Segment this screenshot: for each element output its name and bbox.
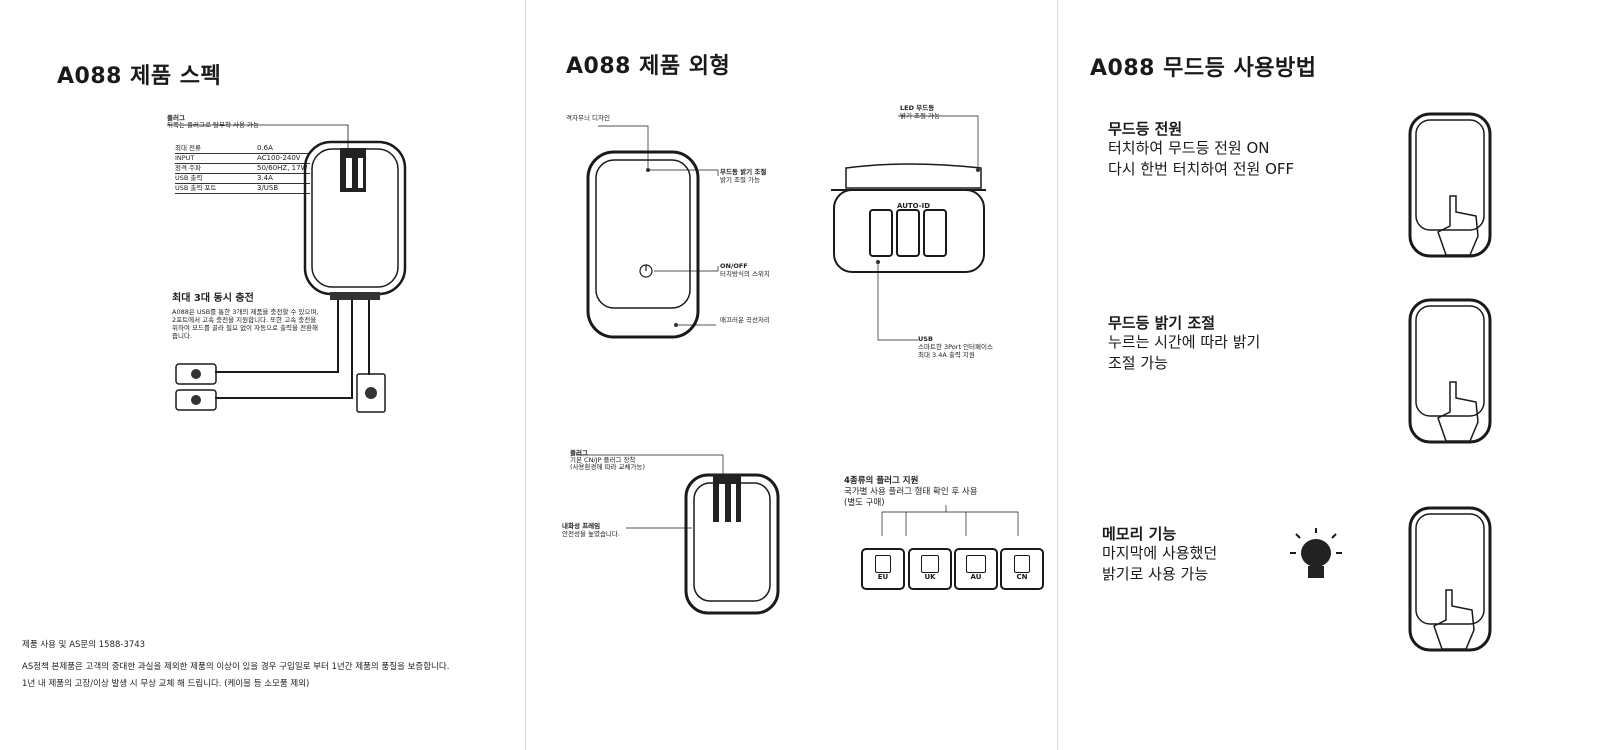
charge-line-4: 줍니다. [172,332,193,340]
label-heat-title: 내화성 프레임 [562,522,601,530]
usage-brightness-line-2: 조절 가능 [1108,354,1168,372]
spec-label: USB 출력 [175,174,203,182]
spec-label: 최대 전류 [175,144,201,152]
label-usb-text-2: 최대 3.4A 출력 지원 [918,351,975,359]
lamp-hold-illustration [1408,298,1492,444]
footer-contact: 제품 사용 및 AS문의 1588-3743 [22,640,146,650]
lamp-memory-illustration [1408,506,1492,652]
charge-line-1: A088은 USB를 통한 3개의 제품을 충전할 수 있으며, [172,308,319,316]
label-led-title: LED 무드등 [900,104,935,112]
label-dim-text: 밝기 조절 가능 [720,176,761,184]
footer-policy-2: 1년 내 제품의 고장/이상 발생 시 무상 교체 해 드립니다. (케이블 등… [22,679,310,689]
usage-memory-line-2: 밝기로 사용 가능 [1102,565,1209,583]
label-curve: 매끄러운 곡선처리 [720,316,770,324]
spec-value: 0.6A [257,144,273,152]
plug-type-eu: EU [861,548,905,590]
usage-title: A088 무드등 사용방법 [1090,56,1317,81]
footer-policy-1: AS정책 본제품은 고객의 중대한 과실을 제외한 제품의 이상이 있을 경우 … [22,662,450,672]
label-usb-title: USB [918,335,933,343]
label-plug-text-2: (사용환경에 따라 교체가능) [570,463,645,471]
plug-label-au: AU [970,573,982,581]
label-plug-text-1: 기본 CN/JP 플러그 장착 [570,456,636,464]
label-onoff-text: 터치방식의 스위치 [720,270,770,278]
usage-power-line-2: 다시 한번 터치하여 전원 OFF [1108,160,1295,178]
usage-brightness-line-1: 누르는 시간에 따라 밝기 [1108,333,1261,351]
spec-row: USB 출력 3.4A [175,174,310,184]
spec-title: A088 제품 스펙 [57,64,222,89]
usage-memory-line-1: 마지막에 사용했던 [1102,544,1218,562]
spec-value: 3.4A [257,174,273,182]
plugs-subtitle-2: (별도 구매) [844,498,885,508]
fold-line-1 [525,0,526,750]
plugs-title: 4종류의 플러그 지원 [844,476,919,486]
plug-prongs-icon [921,555,939,573]
plug-prongs-icon [966,555,986,573]
label-usb-text-1: 스마트한 3Port 인터페이스 [918,343,993,351]
plug-prongs-icon [875,555,891,573]
label-plug-title: 플러그 [570,449,588,457]
spec-row: INPUT AC100-240V [175,154,310,164]
spec-value: AC100-240V [257,154,301,162]
plug-note-title: 플러그 [167,114,185,122]
brain-bulb-icon [1290,528,1342,578]
spec-row: 정격 주파 50/60HZ, 17W [175,164,310,174]
charge-line-2: 2포트에서 고속 충전을 지원합니다. 또한 고속 충전을 [172,316,317,324]
spec-label: USB 출력 포트 [175,184,217,192]
panel-usage: A088 무드등 사용방법 무드등 전원 터치하여 무드등 전원 ON 다시 한… [1058,0,1597,750]
exterior-title: A088 제품 외형 [566,54,731,79]
spec-row: 최대 전류 0.6A [175,144,310,154]
usage-power-line-1: 터치하여 무드등 전원 ON [1108,139,1270,157]
label-heat-text: 안전성을 높였습니다. [562,530,620,538]
fold-line-2 [1057,0,1058,750]
spec-label: INPUT [175,154,195,162]
plug-label-cn: CN [1016,573,1028,581]
exterior-diagrams [576,115,1019,615]
plug-type-cn: CN [1000,548,1044,590]
panel-exterior: A088 제품 외형 격자무늬 디 [526,0,1057,750]
usage-diagrams [1290,112,1492,652]
label-dim-title: 무드등 밝기 조절 [720,168,767,176]
auto-id-label: AUTO-ID [897,202,931,210]
usage-memory-title: 메모리 기능 [1102,525,1177,543]
plug-label-eu: EU [877,573,889,581]
charge-title: 최대 3대 동시 충전 [172,293,254,304]
lamp-touch-illustration [1408,112,1492,258]
usage-brightness-title: 무드등 밝기 조절 [1108,314,1216,332]
charger-diagram [167,124,407,413]
spec-label: 정격 주파 [175,164,201,172]
usage-power-title: 무드등 전원 [1108,120,1183,138]
label-design: 격자무늬 디자인 [566,114,610,122]
plug-type-uk: UK [908,548,952,590]
plug-type-au: AU [954,548,998,590]
panel-spec: A088 제품 스펙 플러그 뒤쪽는 플러그로 탈부착 사용 가능 최대 전류 … [0,0,525,750]
charge-line-3: 위하여 모드를 골라 필요 없이 자동으로 출력을 전환해 [172,324,319,332]
label-led-text: 밝기 조절 가능 [900,112,941,120]
spec-row: USB 출력 포트 3/USB [175,184,310,194]
plug-prongs-icon [1014,555,1030,573]
plug-label-uk: UK [924,573,936,581]
spec-value: 50/60HZ, 17W [257,164,308,172]
spec-value: 3/USB [257,184,279,192]
label-onoff-title: ON/OFF [720,262,748,270]
plugs-subtitle: 국가별 사용 플러그 형태 확인 후 사용 [844,487,978,497]
